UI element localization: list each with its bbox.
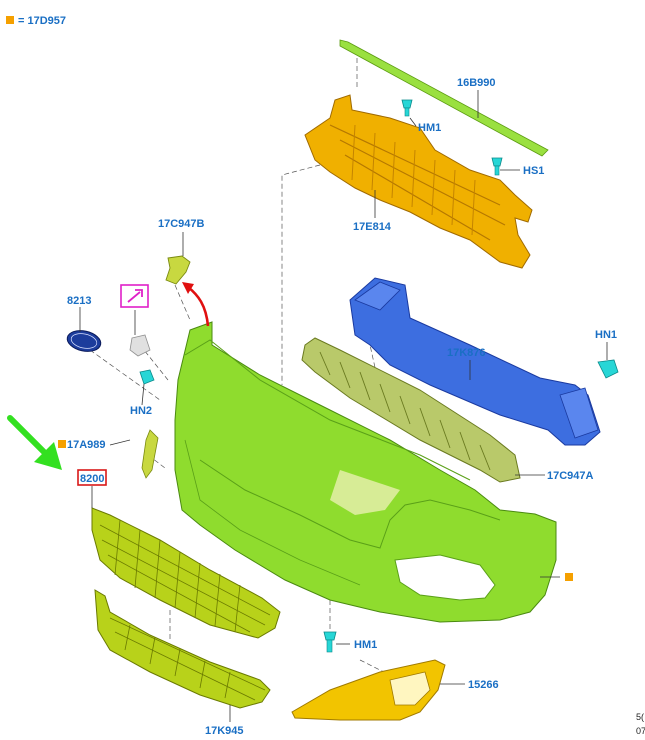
energy-absorber-part [304,94,533,269]
side-bracket-part [165,255,191,285]
upper-grille-part [91,507,281,639]
lower-grille-part [94,589,271,709]
red-curved-arrow-icon [182,282,210,327]
legend-marker-icon [6,16,14,24]
label-17c947b: 17C947B [158,218,205,230]
orange-square-marker-17a989-icon [58,440,66,448]
label-17k876: 17K876 [447,347,486,359]
clip-hm1-top-icon [401,99,413,117]
bumper-reinforcement-beam-part [349,277,601,446]
clip-hm1-bottom-icon [323,631,337,653]
label-8200: 8200 [80,473,104,485]
fog-lamp-bezel-part [291,659,446,721]
ford-oval-emblem-icon [66,330,102,352]
legend: = 17D957 [6,15,66,27]
front-bumper-cover-part [174,321,557,623]
label-8213: 8213 [67,295,91,307]
orange-square-marker-icon [565,573,573,581]
label-hs1: HS1 [523,165,544,177]
label-16b990: 16B990 [457,77,496,89]
label-17a989: 17A989 [67,439,106,451]
emblem-bracket-part [129,334,151,357]
lower-absorber-part [301,337,521,483]
clip-hn2-icon [139,369,155,385]
label-15266: 15266 [468,679,499,691]
lower-side-bracket-part [141,429,159,479]
pencil-arrow-icon [127,289,143,303]
label-17e814: 17E814 [353,221,392,233]
label-hn2: HN2 [130,405,152,417]
green-arrow-icon [7,415,62,470]
legend-text: = 17D957 [18,15,66,27]
corner-text-1: 5( [636,712,644,722]
label-hm1-top: HM1 [418,122,441,134]
leader-lines [79,90,608,722]
new-part-marker-box [120,284,149,308]
label-hn1: HN1 [595,329,617,341]
label-17c947a: 17C947A [547,470,594,482]
clip-hs1-icon [491,157,503,176]
upper-seal-strip-part [339,39,549,157]
label-17k945: 17K945 [205,725,244,737]
label-hm1-bottom: HM1 [354,639,377,651]
part-8200-highlight-box [77,469,107,486]
corner-text-2: 07 [636,726,645,736]
clip-hn1-icon [597,359,619,379]
